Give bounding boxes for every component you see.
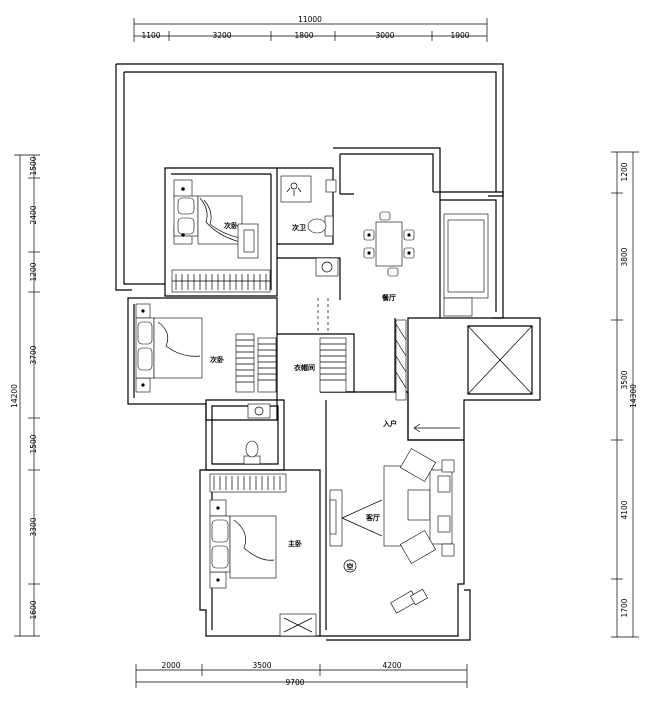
toilet-icon — [307, 215, 334, 237]
label-master-bedroom: 主卧 — [288, 539, 302, 548]
right-dimensions: 14300 1200 3800 3500 4100 1700 — [611, 151, 639, 638]
master-wardrobe — [209, 473, 287, 493]
right-dim: 1200 — [620, 162, 629, 181]
bottom-dimensions: 2000 3500 4200 9700 — [135, 661, 468, 688]
top-dim: 3200 — [212, 31, 231, 40]
right-dim: 4100 — [620, 500, 629, 519]
top-dim: 1100 — [141, 31, 160, 40]
walls — [115, 63, 541, 641]
kitchen-counter — [443, 213, 489, 317]
label-closet: 衣帽间 — [294, 363, 315, 372]
left-dim: 1200 — [29, 262, 38, 281]
label-dining: 餐厅 — [381, 293, 396, 302]
left-dimensions: 14200 1500 2400 1200 3700 1500 3300 1600 — [10, 154, 40, 637]
top-dim: 1800 — [294, 31, 313, 40]
lounge-chair — [390, 588, 428, 614]
entry-door — [395, 319, 460, 433]
wardrobe-top-bedroom — [171, 269, 271, 293]
master-sink-icon — [247, 403, 271, 419]
closet-mid-rack — [257, 337, 277, 393]
elevator-shaft — [467, 325, 533, 395]
top-dim: 1900 — [450, 31, 469, 40]
closet-right-rack — [319, 337, 347, 393]
desk-top-bedroom — [237, 223, 259, 259]
right-dim: 3800 — [620, 247, 629, 266]
ac-label: 空 — [347, 562, 354, 571]
ac-unit-icon: 空 — [343, 559, 357, 573]
sofa-set — [383, 448, 455, 564]
sink-icon — [315, 257, 339, 277]
top-total-dim: 11000 — [298, 15, 322, 24]
bed-master-bedroom — [209, 499, 277, 589]
left-total-dim: 14200 — [10, 384, 19, 408]
top-dimensions: 11000 1100 3200 1800 3000 1900 — [133, 15, 488, 42]
bottom-dim: 4200 — [382, 661, 401, 670]
right-dim: 3500 — [620, 370, 629, 389]
label-second-bath: 次卫 — [292, 223, 306, 232]
dining-table — [363, 211, 415, 277]
tv-cabinet — [329, 489, 383, 547]
left-dim: 1500 — [29, 156, 38, 175]
left-dim: 3700 — [29, 345, 38, 364]
bottom-dim: 3500 — [252, 661, 271, 670]
left-dim: 1600 — [29, 600, 38, 619]
label-second-bedroom-left: 次卧 — [210, 355, 224, 364]
towel-rack — [325, 179, 337, 193]
master-window-unit — [279, 613, 317, 637]
shower-head-icon — [280, 175, 312, 203]
right-dim: 1700 — [620, 598, 629, 617]
right-total-dim: 14300 — [629, 384, 638, 408]
bottom-dim: 2000 — [161, 661, 180, 670]
bottom-total-dim: 9700 — [285, 678, 304, 687]
master-toilet-icon — [243, 440, 261, 465]
left-dim: 3300 — [29, 517, 38, 536]
top-dim: 3000 — [375, 31, 394, 40]
closet-door-dashes — [317, 298, 329, 334]
label-entry: 入户 — [382, 419, 397, 428]
label-second-bedroom-top: 次卧 — [224, 221, 238, 230]
bed-left-bedroom — [135, 303, 203, 393]
closet-left-rack — [235, 333, 255, 393]
left-dim: 1500 — [29, 434, 38, 453]
left-dim: 2400 — [29, 205, 38, 224]
label-living: 客厅 — [365, 513, 380, 522]
bed-top-bedroom — [173, 179, 243, 245]
